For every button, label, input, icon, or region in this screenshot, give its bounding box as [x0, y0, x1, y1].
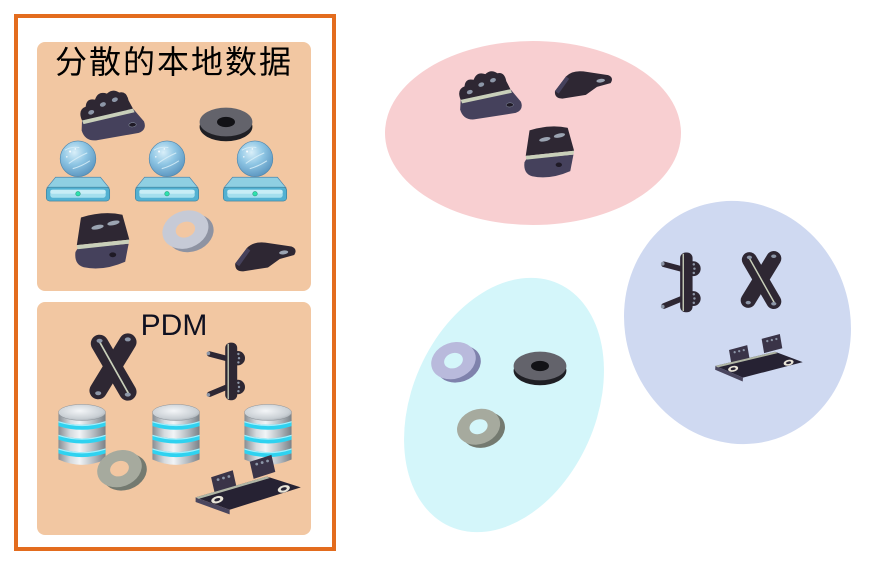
- panel-pdm-title: PDM: [140, 309, 208, 342]
- x-bracket-icon: [732, 238, 790, 322]
- panel-local-data-title: 分散的本地数据: [54, 44, 293, 80]
- panel-local-data: 分散的本地数据: [37, 42, 311, 291]
- source-data-box: 分散的本地数据 PDM: [14, 14, 336, 551]
- rail-bracket-icon: [714, 330, 805, 385]
- arm-bracket-icon: [654, 242, 710, 324]
- complex-brackets-ellipse: [592, 171, 877, 474]
- panel-pdm: PDM: [37, 302, 311, 535]
